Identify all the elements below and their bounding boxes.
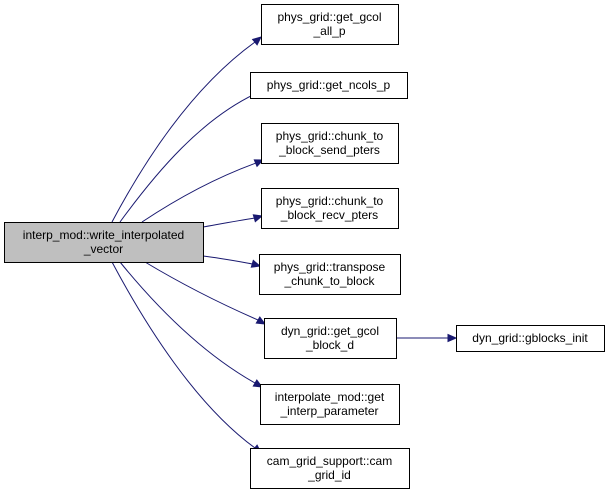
node-get-interp-parameter[interactable]: interpolate_mod::get_interp_parameter	[260, 384, 400, 425]
node-box	[250, 448, 410, 489]
node-label-line: dyn_grid::get_gcol	[281, 324, 379, 338]
node-label-line: phys_grid::transpose	[274, 260, 386, 274]
nodes-layer: interp_mod::write_interpolated_vectorphy…	[4, 4, 605, 489]
edge-arrowhead	[252, 379, 264, 388]
node-box	[264, 318, 397, 359]
node-get-gcol-block-d[interactable]: dyn_grid::get_gcol_block_d	[264, 318, 397, 359]
node-box	[456, 325, 605, 352]
node-label-line: _chunk_to_block	[283, 274, 375, 288]
node-label-line: dyn_grid::gblocks_init	[472, 331, 588, 345]
node-cam-grid-id[interactable]: cam_grid_support::cam_grid_id	[250, 448, 410, 489]
node-label-line: interpolate_mod::get	[275, 390, 385, 404]
edge-root-to-chunk_to_block_recv_pters	[202, 214, 264, 228]
edge-line	[202, 217, 256, 228]
node-label-line: interp_mod::write_interpolated	[23, 228, 184, 242]
edge-root-to-transpose_chunk_to_block	[202, 255, 262, 268]
edge-line	[111, 41, 256, 223]
node-get-gcol-all-p[interactable]: phys_grid::get_gcol_all_p	[261, 4, 399, 45]
node-label-line: phys_grid::get_gcol	[277, 10, 381, 24]
node-label-line: phys_grid::chunk_to	[276, 194, 384, 208]
edge-arrowhead	[251, 36, 262, 46]
node-box	[261, 123, 399, 164]
node-label-line: _block_recv_pters	[280, 208, 378, 222]
node-box	[250, 72, 408, 99]
edge-root-to-get_ncols_p	[119, 89, 263, 223]
edge-line	[144, 261, 259, 321]
node-chunk-to-block-send-pters[interactable]: phys_grid::chunk_to_block_send_pters	[261, 123, 399, 164]
edge-arrowhead	[250, 259, 262, 268]
node-box	[261, 188, 399, 229]
node-label-line: _grid_id	[307, 468, 351, 482]
node-label-line: _vector	[83, 242, 123, 256]
node-label-line: phys_grid::chunk_to	[276, 129, 384, 143]
edge-line	[141, 162, 257, 223]
node-transpose-chunk-to-block[interactable]: phys_grid::transpose_chunk_to_block	[259, 254, 401, 295]
node-root: interp_mod::write_interpolated_vector	[4, 222, 204, 263]
edge-line	[111, 261, 256, 449]
edge-arrowhead	[252, 214, 264, 223]
node-box	[4, 222, 204, 263]
node-label-line: _block_send_pters	[278, 143, 380, 157]
edge-root-to-chunk_to_block_send_pters	[141, 159, 265, 223]
edge-arrowhead	[253, 159, 265, 168]
node-gblocks-init[interactable]: dyn_grid::gblocks_init	[456, 325, 605, 352]
edge-root-to-cam_grid_id	[111, 261, 262, 454]
edge-get_gcol_block_d-to-gblocks_init	[396, 333, 458, 343]
edge-arrowhead	[255, 316, 267, 325]
node-label-line: _all_p	[312, 24, 345, 38]
edge-line	[202, 255, 254, 265]
edge-line	[119, 93, 256, 223]
node-label-line: _interp_parameter	[279, 404, 378, 418]
edge-arrowhead	[447, 333, 458, 343]
node-box	[259, 254, 401, 295]
node-get-ncols-p[interactable]: phys_grid::get_ncols_p	[250, 72, 408, 99]
node-box	[260, 384, 400, 425]
node-chunk-to-block-recv-pters[interactable]: phys_grid::chunk_to_block_recv_pters	[261, 188, 399, 229]
node-box	[261, 4, 399, 45]
edge-root-to-get_interp_parameter	[119, 261, 264, 388]
node-label-line: _block_d	[305, 338, 354, 352]
edge-line	[119, 261, 256, 384]
node-label-line: cam_grid_support::cam	[267, 454, 392, 468]
node-label-line: phys_grid::get_ncols_p	[267, 78, 391, 92]
edge-root-to-get_gcol_block_d	[144, 261, 267, 325]
edge-root-to-get_gcol_all_p	[111, 36, 262, 223]
